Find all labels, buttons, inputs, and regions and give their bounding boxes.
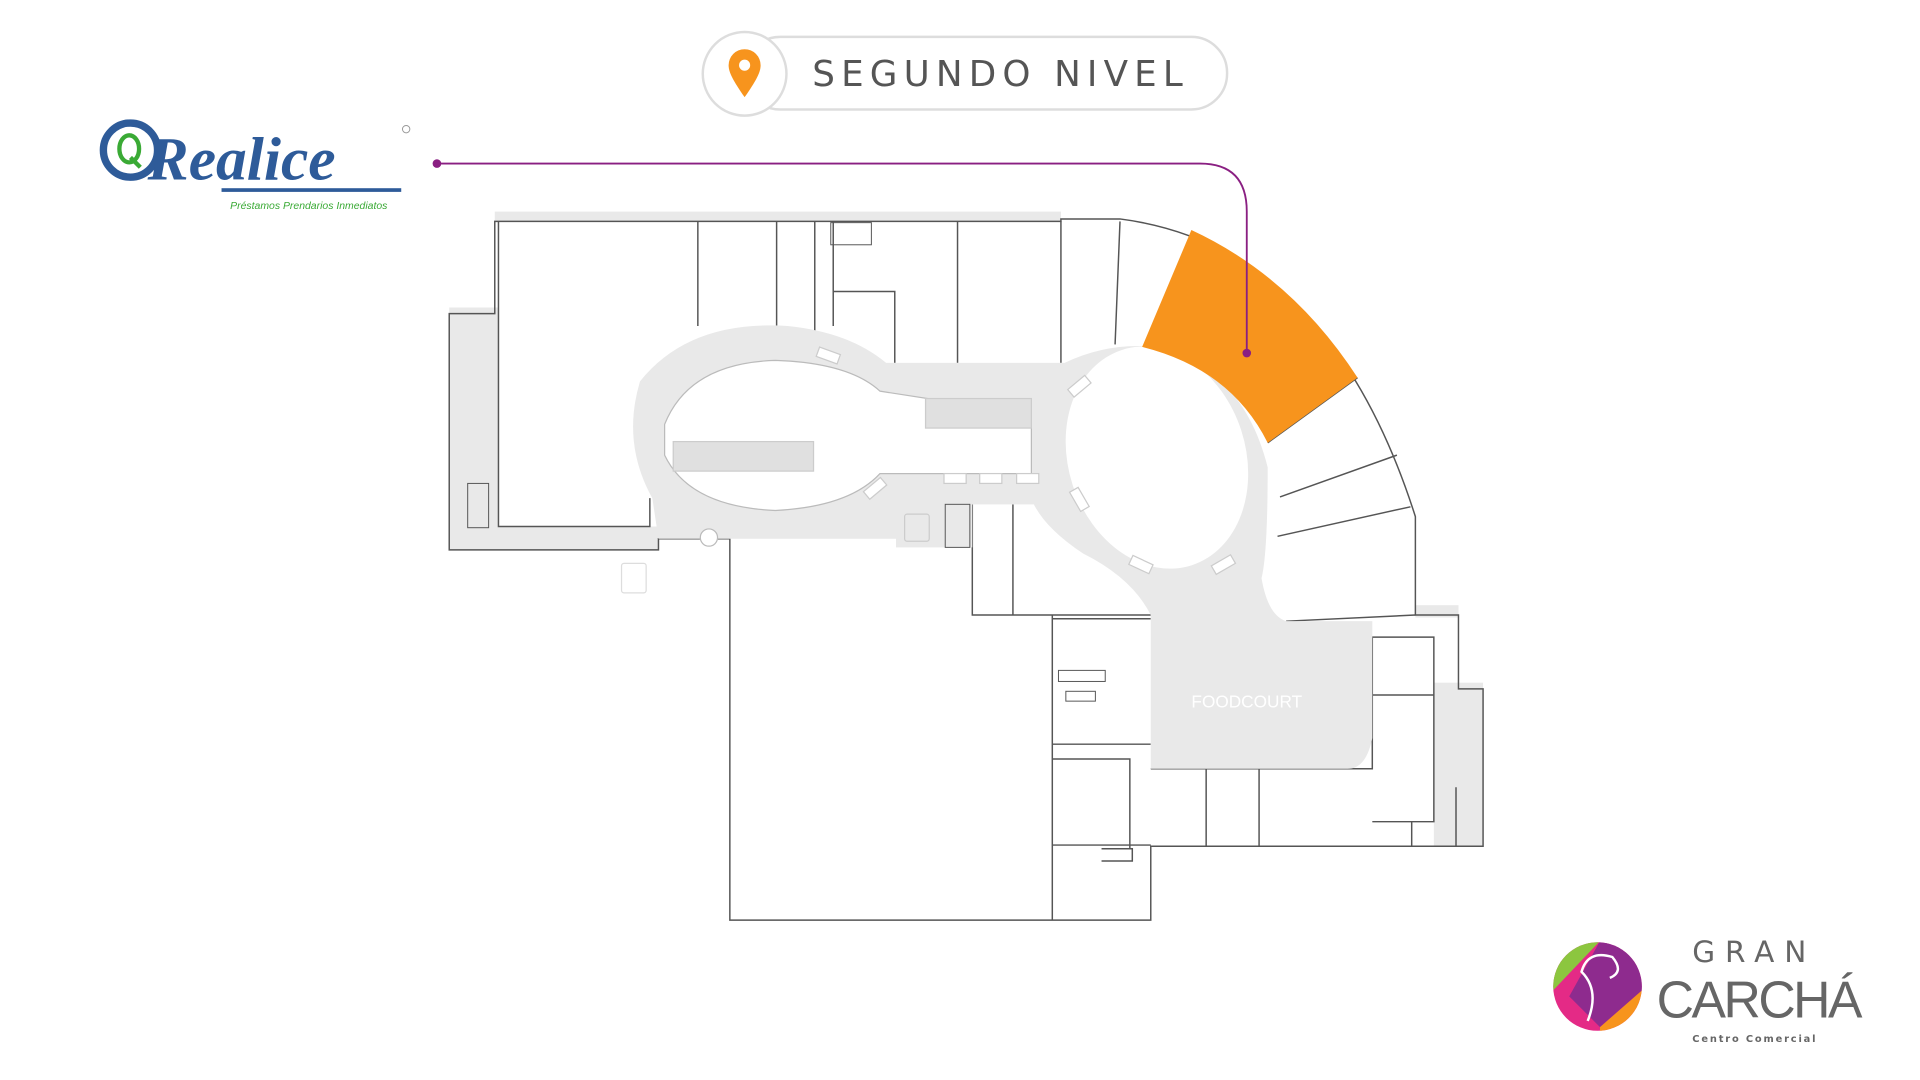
foodcourt-label: FOODCOURT xyxy=(1191,691,1302,711)
mall-subtitle: Centro Comercial xyxy=(1692,1034,1817,1045)
mall-name-line1: GRAN xyxy=(1692,935,1816,969)
q-mark-icon xyxy=(117,133,142,169)
floor-plan: FOODCOURT xyxy=(448,211,1484,921)
elevator-icon xyxy=(620,562,647,594)
map-pin-icon xyxy=(728,49,761,98)
realice-logo[interactable]: Realice Préstamos Prendarios Inmediatos xyxy=(99,119,411,212)
realice-logo-text: Realice xyxy=(147,126,336,194)
store-leader-line xyxy=(432,159,1252,358)
highlighted-store-realice[interactable] xyxy=(1142,230,1358,443)
restroom-icon xyxy=(1072,880,1097,903)
elevator-icon xyxy=(904,513,930,542)
level-title-badge: SEGUNDO NIVEL xyxy=(701,30,1229,117)
gran-carcha-logo: GRAN CARCHÁ Centro Comercial xyxy=(1553,935,1866,1045)
restroom-icon xyxy=(1072,787,1097,811)
mall-name-line2: CARCHÁ xyxy=(1657,970,1863,1028)
realice-tagline: Préstamos Prendarios Inmediatos xyxy=(230,201,387,212)
registered-mark-icon xyxy=(401,124,411,134)
level-title: SEGUNDO NIVEL xyxy=(812,54,1189,95)
